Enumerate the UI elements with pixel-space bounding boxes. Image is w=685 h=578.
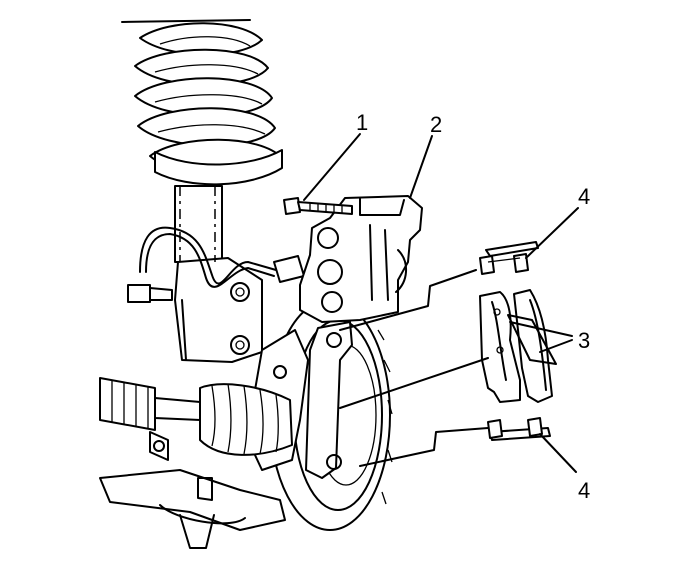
drive-axle <box>99 377 293 456</box>
leader-4-bottom <box>539 433 577 473</box>
callout-2: 2 <box>430 112 442 137</box>
brake-caliper <box>299 195 423 323</box>
coil-spring <box>121 19 283 177</box>
pad-backing-plate <box>507 314 557 365</box>
brake-pad-inner <box>479 291 521 403</box>
caliper-bolt <box>283 197 353 215</box>
callout-1: 1 <box>356 110 368 135</box>
leader-3a <box>509 321 573 337</box>
leader-4-top <box>525 207 579 259</box>
callout-3: 3 <box>578 328 590 353</box>
caliper-mounting-bracket <box>305 321 353 479</box>
leader-2 <box>409 135 433 199</box>
pad-clip-upper <box>479 241 539 275</box>
strut-assembly <box>154 149 283 363</box>
pad-clip-lower <box>487 417 551 441</box>
lower-control-arm <box>99 431 286 549</box>
callout-4-bottom: 4 <box>578 478 590 503</box>
callout-4-top: 4 <box>578 184 590 209</box>
leader-3b <box>539 339 573 353</box>
leader-lines <box>303 133 579 473</box>
brake-hose <box>127 226 305 303</box>
exploded-view-guidelines <box>179 186 489 467</box>
leader-1 <box>303 133 361 201</box>
